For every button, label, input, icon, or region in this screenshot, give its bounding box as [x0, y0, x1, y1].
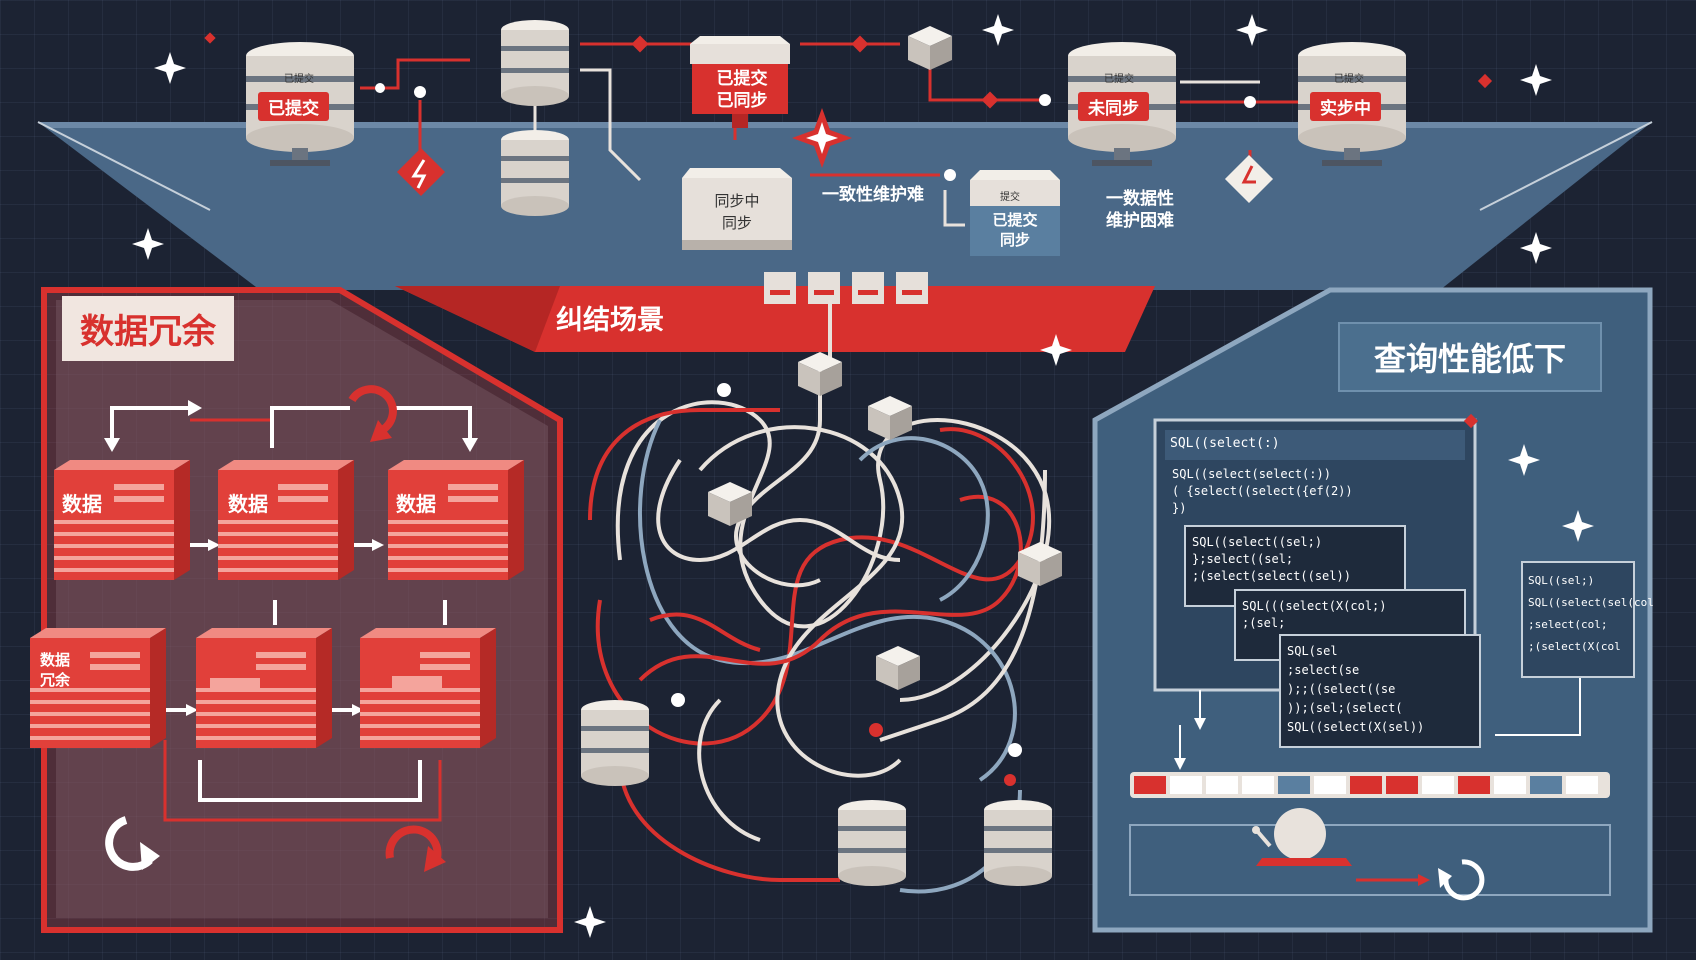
database-small-top [501, 20, 569, 106]
refresh-icon [1438, 859, 1485, 901]
sparkle-icon [1520, 232, 1552, 264]
data-card-2 [218, 460, 354, 580]
recycle-icon-bottom-center [385, 825, 446, 872]
committed-synced-box [690, 36, 790, 128]
code-line: };select((sel; [1192, 552, 1294, 566]
note-right-line1: 一数据性 [1106, 189, 1174, 209]
code-line: SQL((select(sel(col [1528, 596, 1654, 609]
code-line: SQL((select((sel;) [1192, 535, 1323, 549]
sparkle-icon [1236, 14, 1268, 46]
code-window-side-body: SQL((sel;) SQL((select(sel(col ;select(c… [1528, 570, 1654, 658]
consistency-note-left: 一致性维护难 [822, 185, 924, 205]
code-main-header: SQL((select(:) [1170, 436, 1280, 451]
code-window-side [1521, 561, 1635, 678]
code-line: ( {select((select({ef(2)) [1172, 484, 1353, 498]
network-database-3 [984, 800, 1052, 886]
code-line: ));(sel;(select( [1287, 701, 1403, 715]
db4-small-label: 已提交 [1334, 74, 1364, 85]
sparkle-icon [1520, 64, 1552, 96]
sparkle-icon [574, 906, 606, 938]
recycle-icon-bottom-left [105, 816, 160, 871]
note-right-line2: 维护困难 [1106, 211, 1174, 231]
code-window-c [1279, 634, 1481, 748]
network-node-1 [868, 396, 912, 440]
db4-status-tag: 实步中 [1310, 92, 1381, 121]
db1-status-tag: 已提交 [258, 92, 329, 121]
data-card-3-label: 数据 [396, 492, 436, 516]
network-database-2 [838, 800, 906, 886]
tangled-scenario-title: 纠结场景 [556, 305, 664, 336]
network-node-4 [876, 646, 920, 690]
code-line: SQL((sel;) [1528, 574, 1595, 587]
left-flow-arrows [110, 406, 472, 802]
sparkle-icon [154, 52, 186, 84]
sync-box-a-text: 同步中 同步 [694, 190, 780, 234]
consistency-note-right: 一数据性 维护困难 [1106, 188, 1174, 232]
data-card-2-label: 数据 [228, 492, 268, 516]
database-small-bottom [501, 130, 569, 216]
code-window-b-body: SQL(((select(X(col;) ;(sel; [1242, 598, 1387, 632]
box-b-line2: 同步 [999, 231, 1030, 249]
network-database-1 [581, 700, 649, 786]
synced-label: 已同步 [716, 91, 768, 111]
query-progress-bar [1130, 772, 1610, 798]
code-main-body: SQL((select(select(:)) ( {select((select… [1172, 466, 1353, 517]
data-card-3 [388, 460, 524, 580]
sync-box-b [970, 170, 1060, 256]
left-panel [44, 290, 560, 930]
code-line: ;(sel; [1242, 616, 1286, 630]
center-ribbon [395, 286, 1155, 352]
code-line: SQL((select(X(sel)) [1287, 720, 1425, 734]
ribbon-cards [764, 272, 928, 304]
data-redundancy-title: 数据冗余 [62, 296, 234, 361]
network-node-top [798, 352, 842, 396]
alert-star-red [792, 108, 852, 168]
code-window-a-body: SQL((select((sel;) };select((sel; ;(sele… [1192, 534, 1351, 585]
data-card-1 [54, 460, 190, 580]
sync-box-b-text: 已提交 同步 [978, 210, 1052, 250]
code-window-c-body: SQL(sel ;select(se );;((select((se ));(s… [1287, 642, 1424, 737]
snail-icon [1252, 808, 1352, 866]
sync-box-a [682, 168, 792, 250]
data-card-4-label: 数据 冗余 [40, 650, 70, 690]
db3-small-label: 已提交 [1104, 74, 1134, 85]
code-line: }) [1172, 501, 1187, 515]
code-line: ;(select(select((sel)) [1192, 569, 1351, 583]
box-a-line2: 同步 [721, 214, 752, 232]
code-line: );;((select((se [1287, 682, 1396, 696]
query-performance-title: 查询性能低下 [1338, 322, 1603, 392]
code-line: ;select(col; [1528, 618, 1608, 631]
committed-label: 已提交 [716, 69, 768, 89]
recycle-icon-top [348, 385, 397, 442]
db1-small-label: 已提交 [284, 74, 314, 85]
data-card-4-line1: 数据 [40, 651, 71, 669]
code-line: SQL(sel [1287, 644, 1338, 658]
tangled-network [588, 300, 1052, 894]
code-line: ;select(se [1287, 663, 1360, 677]
data-card-1-label: 数据 [62, 492, 102, 516]
committed-synced-box-text: 已提交 已同步 [702, 68, 782, 112]
code-line: ;(select(X(col [1528, 640, 1621, 653]
code-line: SQL(((select(X(col;) [1242, 599, 1387, 613]
sparkle-icon [132, 228, 164, 260]
sparkle-icon [982, 14, 1014, 46]
code-line: SQL((select(select(:)) [1172, 467, 1331, 481]
top-panel-edge [38, 122, 1652, 128]
box-a-line1: 同步中 [714, 192, 760, 210]
box-b-line1: 已提交 [992, 211, 1038, 229]
warning-diamond-left [396, 147, 446, 197]
box-b-small-label: 提交 [1000, 192, 1020, 203]
db3-status-tag: 未同步 [1078, 92, 1149, 121]
data-card-4-line2: 冗余 [40, 671, 71, 689]
top-node-cube [908, 26, 952, 70]
